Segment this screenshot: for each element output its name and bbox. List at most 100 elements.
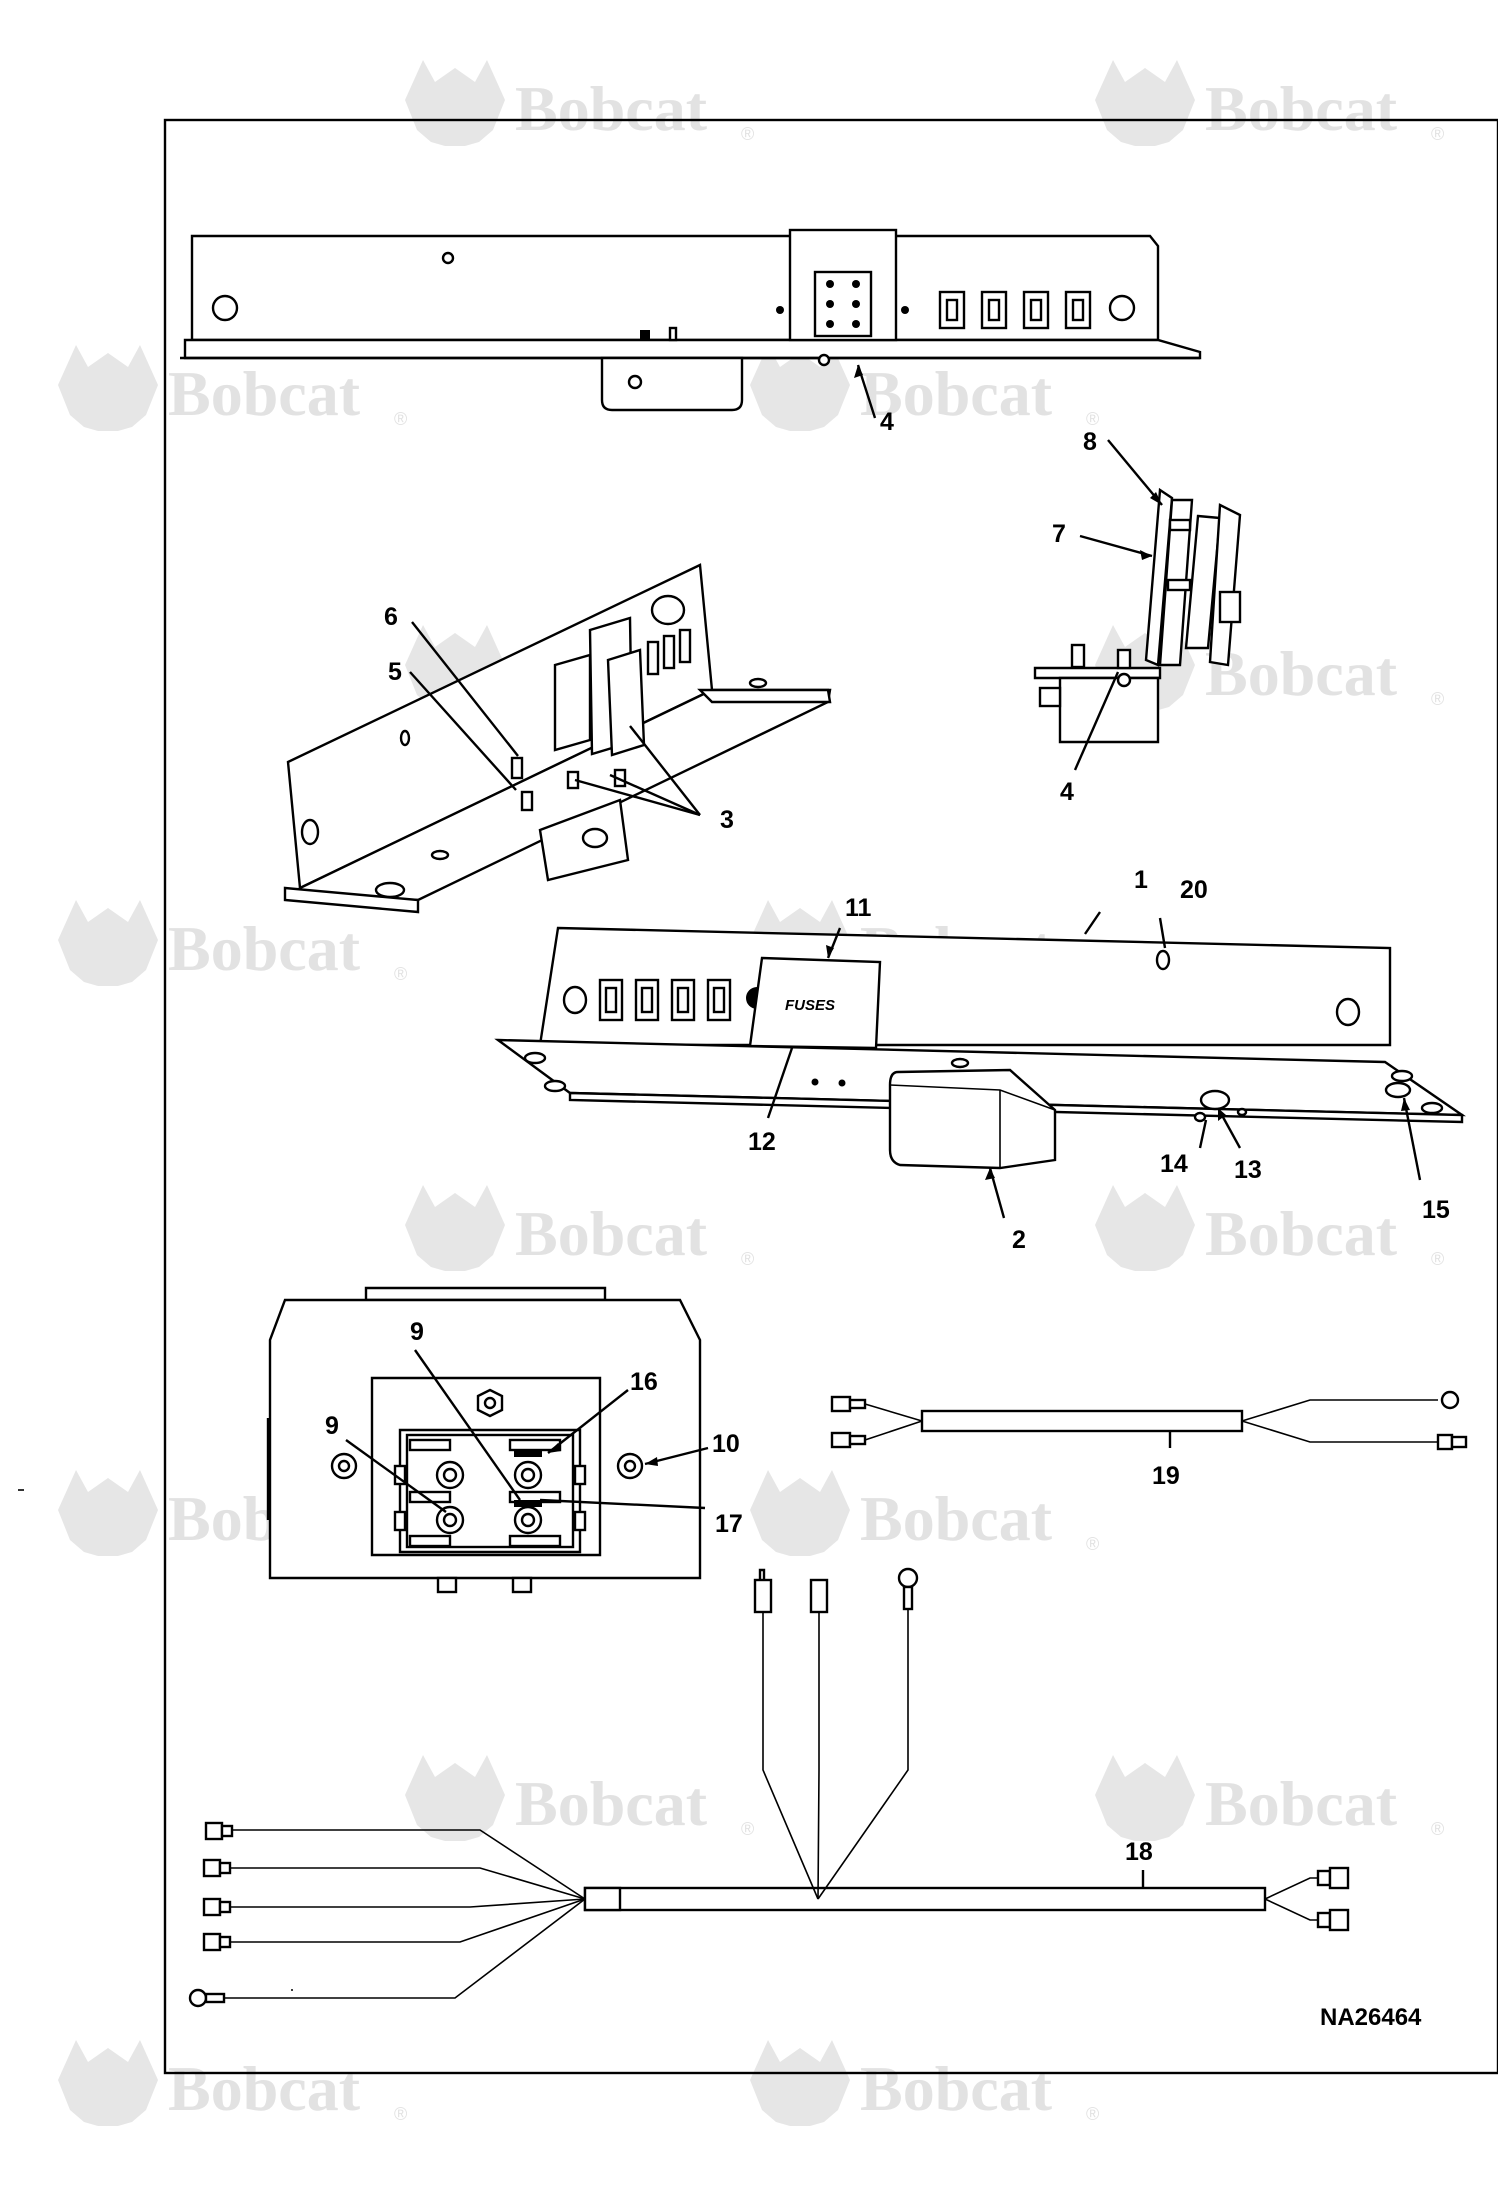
grommet-13 <box>1199 1089 1231 1111</box>
callout-19: 19 <box>1152 1462 1180 1490</box>
connector-left-1 <box>204 1821 224 1841</box>
side-front-plate <box>1144 487 1174 667</box>
callout-9a: 9 <box>410 1318 424 1346</box>
watermark-text: Bobcat <box>860 358 1053 429</box>
flange-slot-right <box>1390 1069 1414 1083</box>
fuse-slot-3-inner <box>676 986 690 1014</box>
arrow <box>1218 1108 1226 1121</box>
leader-6 <box>411 621 519 757</box>
top-panel-hole-left <box>211 294 239 322</box>
leader-3 <box>629 725 701 816</box>
watermark-reg: ® <box>741 1249 754 1269</box>
view-harness-18: 18 <box>188 1567 1350 2008</box>
wire-top-2 <box>817 1612 820 1900</box>
connector-top-1-body <box>753 1578 773 1614</box>
side-screw <box>1038 686 1062 708</box>
watermark: Bobcat® <box>750 1470 1099 1556</box>
watermark-text: Bobcat <box>515 1768 708 1839</box>
fuse-cover-plate <box>748 956 882 1050</box>
top-relay-cover <box>600 356 744 412</box>
side-stud-4 <box>1116 648 1132 670</box>
watermark-reg: ® <box>1431 1819 1444 1839</box>
connector-right-1 <box>1328 1866 1350 1890</box>
watermark-reg: ® <box>1086 1534 1099 1554</box>
arrow <box>548 1443 561 1453</box>
leader-3 <box>609 773 701 817</box>
view-relay-detail: 9 9 16 10 17 <box>266 1286 743 1594</box>
iso-floor-hole <box>748 677 768 689</box>
flange-dot <box>838 1079 846 1087</box>
flange-dot <box>811 1078 819 1086</box>
side-tab <box>1168 518 1192 532</box>
leader-4b <box>1073 671 1120 771</box>
connector-female-tab <box>1450 1435 1468 1449</box>
side-knob <box>1218 590 1242 624</box>
hole-14b <box>1236 1107 1248 1117</box>
top-panel-hole-right <box>1108 294 1136 322</box>
screw-10-core <box>623 1459 637 1473</box>
relay-slot <box>408 1438 452 1452</box>
watermark: Bobcat® <box>58 2040 407 2126</box>
callout-4a: 4 <box>880 408 894 436</box>
iso-connector-rear <box>553 653 592 752</box>
side-tab <box>1166 578 1192 592</box>
leader-5 <box>409 671 517 791</box>
watermark: Bobcat® <box>58 345 407 431</box>
callout-7: 7 <box>1052 520 1066 548</box>
callout-3: 3 <box>720 806 734 834</box>
arrow <box>826 945 834 958</box>
connector-right-2 <box>1328 1908 1350 1932</box>
relay-detail-foot <box>436 1576 458 1594</box>
iso-standoff <box>520 790 534 812</box>
watermark-reg: ® <box>1086 2104 1099 2124</box>
wire-left-2 <box>225 1867 586 1900</box>
iso-standoff-5 <box>510 756 524 780</box>
view-top-panel: 4 <box>180 228 1202 436</box>
harness-18-sleeve <box>583 1886 1267 1912</box>
connector-left-3 <box>202 1897 222 1917</box>
watermark: Bobcat® <box>1095 1185 1444 1271</box>
watermark-text: Bobcat <box>1205 1768 1398 1839</box>
side-bracket <box>1208 503 1242 667</box>
iso-panel-hole-small <box>399 729 411 747</box>
callout-5: 5 <box>388 658 402 686</box>
iso-relay-body <box>606 648 646 757</box>
watermark-text: Bobcat <box>1205 73 1398 144</box>
ring-terminal-left-crimp <box>204 1992 226 2004</box>
harness-19-wires-left <box>864 1403 923 1441</box>
top-panel-screw <box>901 306 909 314</box>
relay-side-tab <box>573 1510 587 1532</box>
callout-18: 18 <box>1125 1838 1153 1866</box>
relay-slot <box>508 1534 562 1548</box>
fuse-panel-face <box>538 926 1392 1047</box>
leader-14 <box>1198 1119 1208 1149</box>
iso-floor-boss <box>374 881 406 899</box>
side-stud <box>1070 643 1086 669</box>
top-nut <box>817 353 831 367</box>
leader-15 <box>1402 1097 1422 1181</box>
view-fuse-panel: FUSES 1 20 11 12 2 14 13 15 <box>494 866 1467 1254</box>
relay-terminal <box>826 320 834 328</box>
iso-floor-stud <box>430 849 450 861</box>
wire-left-1 <box>228 1829 586 1900</box>
relay-terminal <box>852 280 860 288</box>
wire-right <box>1264 1877 1318 1921</box>
watermark-text: Bobcat <box>860 2053 1053 2124</box>
top-panel-face <box>190 234 1160 342</box>
leader-7 <box>1079 534 1153 558</box>
relay-detail-top-lip <box>364 1286 607 1302</box>
callout-4b: 4 <box>1060 778 1074 806</box>
connector-female <box>830 1431 852 1449</box>
iso-fuse <box>678 628 692 664</box>
iso-panel-hole-left <box>300 818 320 846</box>
top-panel-flange <box>183 338 1202 360</box>
leader-12 <box>766 1047 794 1119</box>
watermark: Bobcat® <box>750 345 1099 431</box>
connector-top-2-body <box>809 1578 829 1614</box>
side-relay-cover <box>1058 676 1160 744</box>
watermark-reg: ® <box>1431 689 1444 709</box>
fuse-slot-2-inner <box>640 986 654 1014</box>
flange-slot-left <box>543 1079 567 1093</box>
callout-11: 11 <box>845 894 872 922</box>
